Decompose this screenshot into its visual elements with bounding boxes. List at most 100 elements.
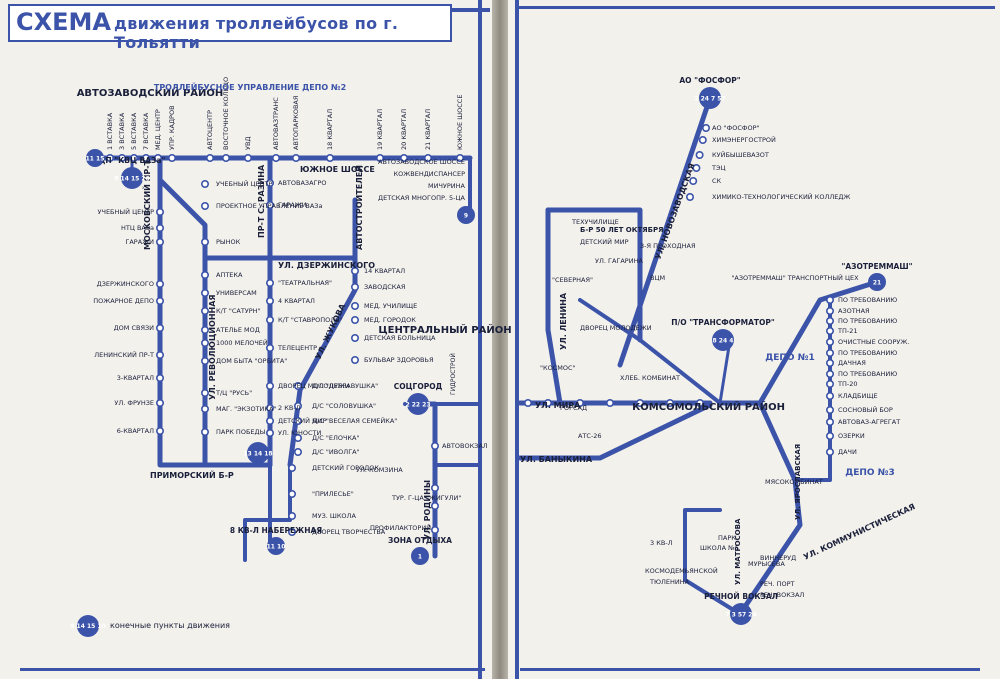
stop-node-komsomol	[825, 369, 834, 378]
stop-label-south: ШКОЛА №5	[700, 544, 739, 552]
stop-node-moskovsky	[156, 398, 165, 407]
stop-label-south: ВИННЕРУД	[760, 554, 796, 562]
stop-label-zhukova: Д/С "СОЛОВУШКА"	[312, 402, 376, 410]
stop-node-revol	[201, 404, 210, 413]
stop-node-komsomol	[825, 391, 834, 400]
stop-label-moskovsky: ДОМ СВЯЗИ	[114, 324, 155, 332]
terminal-routes: 13 14 18	[243, 451, 272, 458]
stop-label-gidrostroy: ГИДРОСТРОЙ	[450, 353, 457, 395]
terminal-routes: 9 14 15 20	[114, 176, 150, 183]
stop-label-revol: АТЕЛЬЕ МОД	[216, 326, 260, 334]
stop-label-revol: МАГ. "ЭКЗОТИКА"	[216, 405, 276, 413]
terminal-label: 8 КВ-Л НАБЕРЕЖНАЯ	[230, 526, 322, 535]
street-yarosl: УЛ. ЯРОСЛАВСКАЯ	[794, 444, 802, 520]
left-bottom-rule	[20, 668, 485, 671]
depot-2-label: ТРОЛЛЕЙБУСНОЕ УПРАВЛЕНИЕ ДЕПО №2	[154, 81, 346, 92]
stop-node-rodiny	[430, 441, 439, 450]
stop-node-mira	[605, 398, 614, 407]
stop-node-komsomol	[825, 295, 834, 304]
terminal-label: "АЗОТРЕММАШ"	[841, 262, 912, 271]
stop-node-komsomol	[825, 405, 834, 414]
legend-routes: 9 14 15 10	[70, 623, 106, 630]
stop-label-razina: К/Т "СТАВРОПОЛЬ"	[278, 316, 343, 324]
stop-label-top: 1 ВСТАВКА	[106, 112, 114, 150]
stop-node-moskovsky	[156, 238, 165, 247]
stop-node-komsomol	[825, 358, 834, 367]
legend-text: конечные пункты движения	[110, 621, 230, 630]
stop-label-komsomol: ДАЧИ	[838, 448, 857, 456]
stop-node-fosfor	[701, 124, 710, 133]
stop-label-top: ЮЖНОЕ ШОССЕ	[456, 95, 464, 150]
street-banykina: УЛ. БАНЫКИНА	[520, 455, 593, 464]
stop-label-top: 7 ВСТАВКА	[142, 112, 150, 150]
stop-node-zhukova	[287, 489, 296, 498]
stop-label-fosfor: СК	[712, 177, 722, 185]
stop-label-central: 3-Я ПРОХОДНАЯ	[640, 242, 696, 250]
stop-node-zhukova	[287, 527, 296, 536]
street-yuzhnoe: ЮЖНОЕ ШОССЕ	[300, 165, 375, 174]
stop-node-razina	[265, 428, 274, 437]
stop-node-avtostr	[350, 266, 359, 275]
stop-label-top: УПР. КАДРОВ	[168, 105, 176, 150]
stop-label-zhiguli: ТУР. Г-ЦА "ЖИГУЛИ"	[391, 494, 461, 502]
stop-label-top: 21 КВАРТАЛ	[424, 109, 432, 150]
street-primorsky: ПРИМОРСКИЙ Б-Р	[150, 469, 234, 480]
stop-node-razina	[265, 403, 274, 412]
stop-label-zhukova: Д/С "ЕЛОЧКА"	[312, 434, 359, 442]
stop-label-avtostr: МЕД. ГОРОДОК	[364, 316, 416, 324]
stop-node-moskovsky	[156, 224, 165, 233]
stop-label-revol: ДОМ БЫТА "ОРБИТА"	[216, 357, 287, 365]
terminal-label: ДП "КВЦ ВАЗа"	[99, 156, 166, 165]
stop-label-komsomol: КЛАДБИЩЕ	[838, 392, 878, 400]
stop-label-moskovsky: ПОЖАРНОЕ ДЕПО	[93, 297, 154, 305]
street-rodiny: УЛ. РОДИНЫ	[423, 480, 432, 540]
stop-label-profilaktory: ПРОФИЛАКТОРИЙ	[370, 523, 431, 532]
stop-label-south: РЕЧ. ПОРТ	[760, 580, 795, 588]
stop-node-top	[375, 154, 384, 163]
stop-node-mira	[523, 398, 532, 407]
terminal-routes: 11 10	[267, 544, 286, 551]
stop-label-ats: АТС-26	[578, 432, 602, 440]
stop-node-mira	[695, 398, 704, 407]
stop-label-razina: 2 КВ-Л	[278, 404, 301, 412]
stop-label-top: ВОСТОЧНОЕ КОЛЬЦО	[222, 77, 230, 150]
terminals: 9 14 15 20 ДП "КВЦ ВАЗа" 2 24 7 57 АО "ФОСФ…	[70, 76, 913, 637]
terminal-routes: 2 24 7 57	[694, 96, 725, 103]
stop-node-revol	[201, 238, 210, 247]
stop-node-top	[206, 154, 215, 163]
stop-node-komsomol	[825, 379, 834, 388]
stop-label-komzina: УЛ. КОМЗИНА	[356, 466, 403, 474]
stop-label-south: КОСМОДЕМЬЯНСКОЙ	[645, 566, 718, 575]
stop-label-yuzh: ДЕТСКАЯ МНОГОПР. 5-ЦА	[378, 194, 465, 202]
stop-label-avtostr: ЗАВОДСКАЯ	[364, 283, 405, 291]
stop-node-top	[291, 154, 300, 163]
stop-node-moskovsky	[156, 323, 165, 332]
stop-label-komsomol: ОЧИСТНЫЕ СООРУЖ.	[838, 338, 909, 346]
map-title: СХЕМА движения троллейбусов по г. Тольят…	[8, 4, 452, 52]
street-lenina: УЛ. ЛЕНИНА	[559, 292, 568, 350]
terminal-routes: 11 15	[86, 156, 105, 163]
stop-label-fosfor: ХИМЭНЕРГОСТРОЙ	[712, 135, 776, 144]
stop-label-zhukova: Д/С "ВЕСЕЛАЯ СЕМЕЙКА"	[312, 416, 397, 425]
left-page	[0, 0, 492, 679]
stop-label-revol: ПРОЕКТНОЕ УПРАВЛЕНИЕ ВАЗа	[216, 202, 322, 210]
stop-label-komsomol: ПО ТРЕБОВАНИЮ	[838, 317, 897, 325]
stop-label-revol: УНИВЕРСАМ	[216, 289, 257, 297]
stop-node-komsomol	[825, 431, 834, 440]
stop-node-zhukova	[293, 447, 302, 456]
label-azot-transport: "АЗОТРЕММАШ" ТРАНСПОРТНЫЙ ЦЕХ	[731, 273, 859, 282]
stop-node-revol	[201, 202, 210, 211]
stop-node-moskovsky	[156, 296, 165, 305]
stop-node-zhukova	[293, 433, 302, 442]
stop-label-top: МЕД. ЦЕНТР	[154, 109, 162, 150]
street-revol: УЛ. РЕВОЛЮЦИОННАЯ	[208, 294, 217, 400]
stop-label-fosfor: АО "ФОСФОР"	[712, 124, 760, 132]
stop-label-komsomol: АЗОТНАЯ	[838, 307, 870, 315]
route-lenina	[545, 207, 563, 406]
route-lines	[20, 0, 995, 679]
terminal-lenin50	[457, 206, 475, 224]
stop-label-moskovsky: НТЦ ВАЗа	[121, 224, 154, 232]
stop-node-rodiny	[430, 483, 439, 492]
stop-node-moskovsky	[156, 373, 165, 382]
